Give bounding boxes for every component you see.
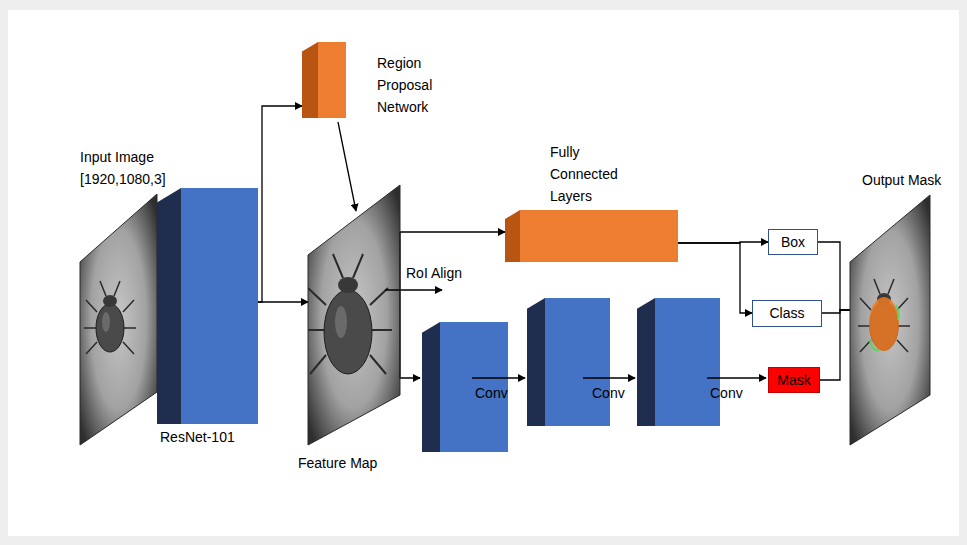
conv-block <box>637 298 720 426</box>
picture-frame <box>850 195 930 445</box>
connector-arrow <box>258 106 302 302</box>
connector-arrow <box>820 310 850 380</box>
head-label: Box <box>781 234 805 251</box>
head-label: Class <box>769 305 804 322</box>
conv-label: Conv <box>592 382 625 404</box>
fc-block: Fully Connected Layers <box>505 210 678 262</box>
block-label: [1920,1080,3] <box>80 168 166 190</box>
mask-head: Mask <box>768 367 820 393</box>
connector-arrow <box>258 301 308 302</box>
output-image: Output Mask <box>850 195 930 445</box>
roi-align-label: RoI Align <box>406 262 462 284</box>
picture-frame <box>308 185 400 445</box>
input-image: Input Image[1920,1080,3] <box>80 194 157 445</box>
slide-ground <box>8 10 959 536</box>
conv-block <box>527 298 610 426</box>
conv-block <box>422 322 508 452</box>
block-label: ResNet-101 <box>160 426 235 448</box>
layer-block <box>302 42 346 118</box>
rpn-block: Region Proposal Network <box>302 42 346 118</box>
input-picture <box>80 194 157 445</box>
conv-label: Conv <box>710 382 743 404</box>
connector-arrow <box>400 231 505 232</box>
block-label: Output Mask <box>862 169 941 191</box>
connector-arrow <box>818 242 850 310</box>
conv-label: Conv <box>475 382 508 404</box>
block-label: Feature Map <box>298 452 377 474</box>
block-label: Fully Connected Layers <box>550 141 630 207</box>
layer-block <box>157 188 258 424</box>
connector-arrow <box>678 243 752 313</box>
class-head: Class <box>752 300 822 327</box>
layer-block <box>505 210 678 262</box>
box-head: Box <box>768 229 818 255</box>
head-label: Mask <box>777 372 810 389</box>
block-label: Input Image <box>80 146 154 168</box>
connector-arrow <box>338 122 356 211</box>
feature-map-picture <box>306 185 400 445</box>
picture-frame <box>80 194 157 445</box>
mask-overlay <box>869 297 899 351</box>
block-label: Region Proposal Network <box>377 52 457 118</box>
feature-map: Feature Map <box>308 185 400 445</box>
output-picture <box>850 195 930 445</box>
resnet-block: ResNet-101 <box>157 188 258 424</box>
